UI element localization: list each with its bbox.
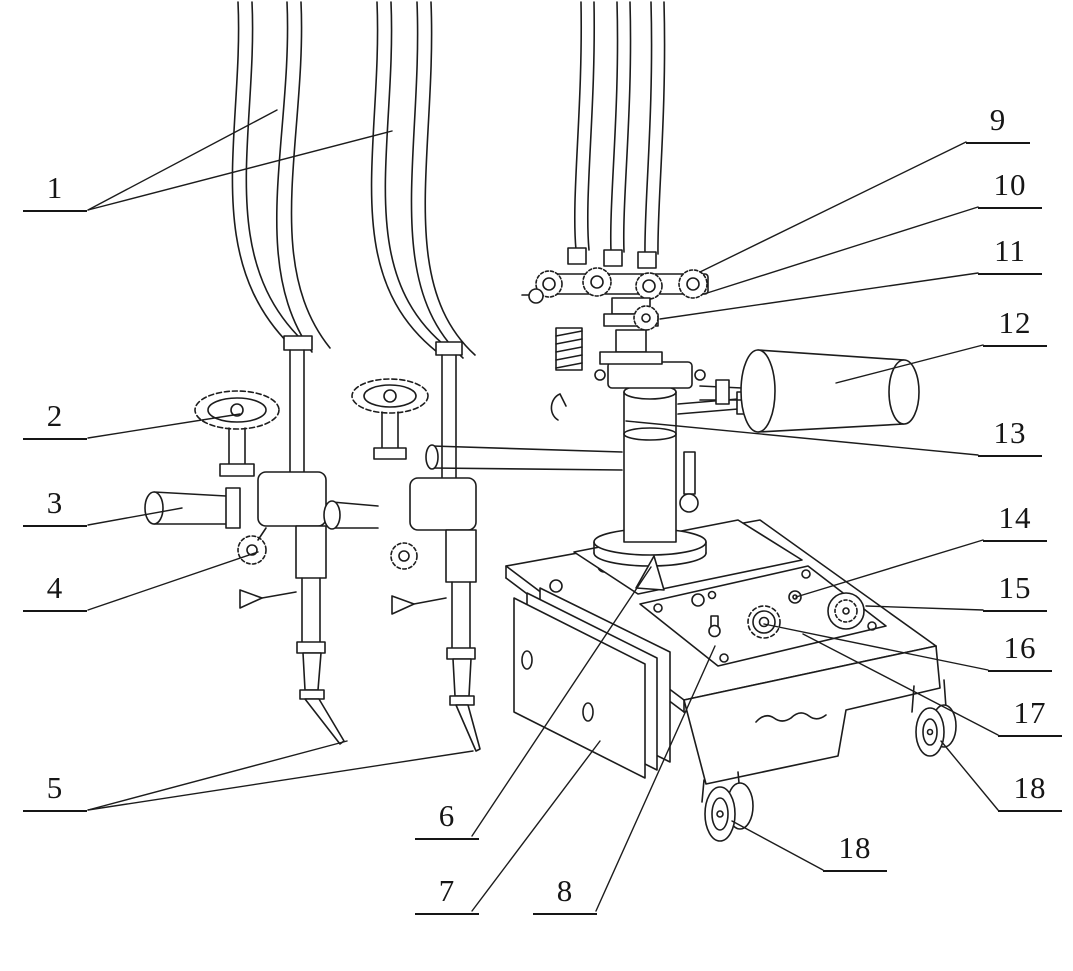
leader-line-7 (471, 740, 601, 912)
leader-line-4 (87, 551, 259, 611)
leader-line-1 (87, 109, 278, 211)
leader-line-12 (835, 344, 984, 384)
leader-lines (87, 109, 999, 912)
guide-plates (513, 587, 671, 779)
supply-hoses (231, 1, 666, 359)
leader-line-6 (471, 566, 652, 837)
leader-line-5 (87, 750, 474, 811)
speed-dial-knob (827, 592, 865, 630)
leader-line-18 (731, 820, 824, 871)
leader-line-14 (795, 539, 984, 598)
torch-left (144, 335, 345, 745)
leader-line-2 (87, 413, 241, 439)
leader-line-17 (802, 633, 999, 736)
leader-line-8 (595, 645, 716, 912)
front-wheel (704, 782, 754, 842)
leader-line-18 (940, 740, 999, 811)
torch-right (323, 341, 481, 752)
leader-line-11 (659, 272, 979, 320)
leader-line-13 (625, 420, 979, 456)
torch-arm (425, 393, 623, 471)
leader-line-15 (865, 605, 984, 611)
drive-drum (699, 349, 920, 433)
leader-line-9 (699, 141, 967, 273)
leader-line-3 (87, 507, 183, 526)
valve-manifold (521, 247, 709, 371)
torch-post-mount (573, 519, 803, 595)
leader-line-1 (87, 130, 393, 211)
leader-line-16 (763, 623, 989, 671)
hatch-block (555, 327, 583, 371)
leader-line-5 (87, 740, 348, 811)
speed-gear-knob (747, 605, 781, 639)
torch-post (594, 361, 706, 543)
control-panel (639, 565, 887, 667)
machine-body-lower (683, 645, 947, 803)
rear-wheel (915, 704, 957, 757)
panel-bolt (708, 615, 721, 638)
leader-line-10 (703, 206, 979, 295)
